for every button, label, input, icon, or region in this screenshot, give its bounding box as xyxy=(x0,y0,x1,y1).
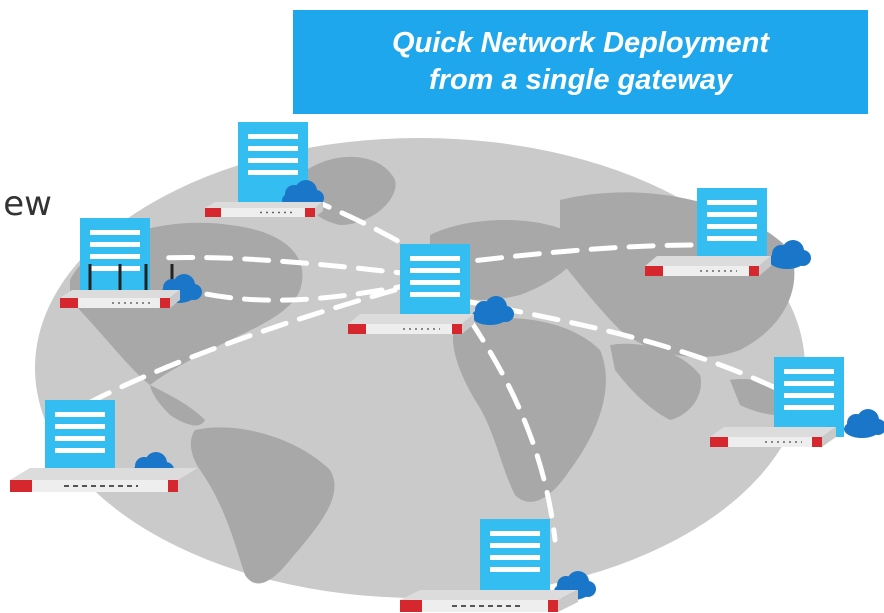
node-bottom-left xyxy=(10,400,198,492)
globe xyxy=(35,138,805,598)
server-icon xyxy=(480,519,550,599)
link-center-to-bottom-left xyxy=(82,287,398,408)
gateway-device-icon xyxy=(10,468,198,492)
gateway-device-icon xyxy=(710,427,836,447)
link-center-to-left-router xyxy=(157,254,423,278)
gateway-device-icon xyxy=(645,256,771,276)
link-center-to-top-right xyxy=(437,242,703,268)
banner-line-1: Quick Network Deployment xyxy=(391,27,770,59)
server-icon xyxy=(400,244,470,324)
continent-central-america xyxy=(150,385,205,426)
node-bottom xyxy=(400,519,596,612)
link-center-to-bottom xyxy=(467,317,558,543)
side-text-fragment: ew xyxy=(3,184,52,224)
gateway-device-icon xyxy=(60,290,180,308)
link-left-router-to-center-lower xyxy=(167,282,413,303)
gateway-device-icon xyxy=(348,314,474,334)
banner-line-2: from a single gateway xyxy=(429,64,732,96)
node-center xyxy=(348,244,514,334)
continent-africa xyxy=(452,318,606,502)
gateway-device-icon xyxy=(205,202,323,217)
cropped-side-text: ew xyxy=(0,178,60,238)
title-banner: Quick Network Deployment from a single g… xyxy=(293,10,868,114)
continent-greenland xyxy=(299,156,396,225)
continent-south-asia xyxy=(610,343,701,420)
cloud-icon xyxy=(844,409,884,438)
node-top-right xyxy=(645,188,811,276)
gateway-device-icon xyxy=(400,590,578,612)
node-right xyxy=(710,357,884,447)
continent-south-america xyxy=(190,427,335,584)
node-top-left xyxy=(205,122,324,217)
node-left-router xyxy=(60,218,202,308)
server-icon xyxy=(774,357,844,437)
